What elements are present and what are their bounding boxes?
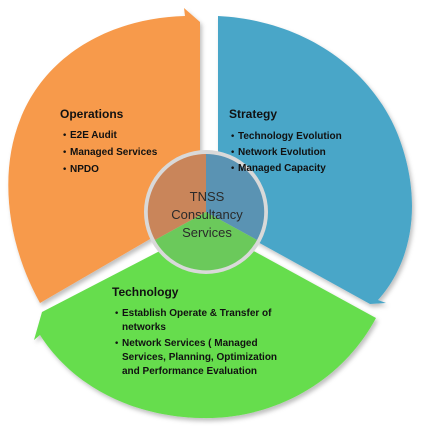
operations-title: Operations (60, 107, 124, 121)
strategy-bullet-icon: • (230, 148, 235, 158)
technology-bullet-icon: • (114, 339, 119, 349)
hub-label-line-2: Consultancy (171, 207, 243, 222)
strategy-bullet-icon: • (230, 132, 235, 142)
operations-bullet-icon: • (62, 131, 67, 141)
operations-bullet-icon: • (62, 148, 67, 158)
operations-item: Managed Services (70, 147, 158, 158)
hub-label-line-3: Services (182, 225, 232, 240)
strategy-text: Strategy • Technology Evolution • Networ… (229, 107, 342, 174)
technology-title: Technology (112, 285, 179, 299)
hub-operations-slice (147, 153, 206, 240)
strategy-item: Technology Evolution (238, 131, 342, 142)
operations-item: NPDO (70, 164, 99, 175)
technology-item-line: and Performance Evaluation (122, 366, 257, 377)
strategy-item: Network Evolution (238, 147, 326, 158)
strategy-item: Managed Capacity (238, 163, 326, 174)
hub-strategy-slice (206, 153, 265, 240)
operations-text: Operations • E2E Audit • Managed Service… (60, 107, 158, 175)
technology-item-line: Services, Planning, Optimization (122, 352, 277, 363)
hub-technology-slice (155, 212, 257, 271)
operations-item: E2E Audit (70, 130, 118, 141)
strategy-segment (218, 16, 412, 304)
technology-item-line: Network Services ( Managed (122, 338, 258, 349)
operations-bullet-icon: • (62, 165, 67, 175)
hub: TNSS Consultancy Services (144, 150, 268, 274)
technology-item-line: networks (122, 322, 166, 333)
technology-text: Technology • Establish Operate & Transfe… (112, 285, 277, 377)
strategy-bullet-icon: • (230, 164, 235, 174)
strategy-title: Strategy (229, 107, 277, 121)
technology-bullet-icon: • (114, 309, 119, 319)
technology-item-line: Establish Operate & Transfer of (122, 308, 272, 319)
technology-segment (34, 226, 376, 419)
hub-label-line-1: TNSS (190, 189, 225, 204)
